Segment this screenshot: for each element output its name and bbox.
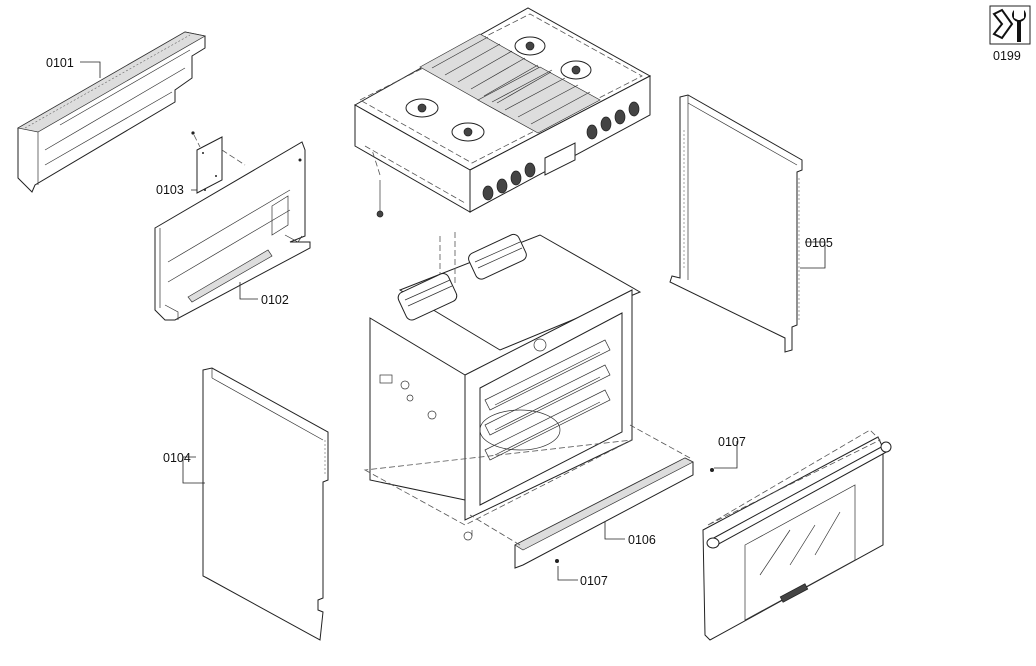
part-0102-rear-panel (154, 141, 311, 321)
callout-labels: 0101 0103 0102 0104 0105 0106 0107 0107 … (46, 49, 1021, 588)
oven-body (363, 232, 642, 541)
callout-0101: 0101 (46, 56, 74, 70)
callout-0103: 0103 (156, 183, 184, 197)
cooktop-assembly (353, 7, 652, 218)
callout-0107-lower: 0107 (580, 574, 608, 588)
leader-lines (80, 61, 826, 581)
callout-0199: 0199 (993, 49, 1021, 63)
part-0105-side-panel-right (669, 94, 803, 353)
callout-0106: 0106 (628, 533, 656, 547)
part-0104-side-panel-left (202, 367, 329, 641)
part-0103-bracket-plate (191, 131, 246, 194)
burner-icon (405, 36, 592, 142)
control-knob-icon (482, 101, 640, 201)
callout-0102: 0102 (261, 293, 289, 307)
callout-0105: 0105 (805, 236, 833, 250)
convection-fan-icon (397, 233, 527, 321)
part-0106-kick-panel (469, 424, 714, 569)
callout-0107-upper: 0107 (718, 435, 746, 449)
callout-0104: 0104 (163, 451, 191, 465)
wrench-service-icon (989, 5, 1031, 45)
part-0101-back-trim (17, 31, 206, 193)
oven-door (702, 429, 892, 641)
